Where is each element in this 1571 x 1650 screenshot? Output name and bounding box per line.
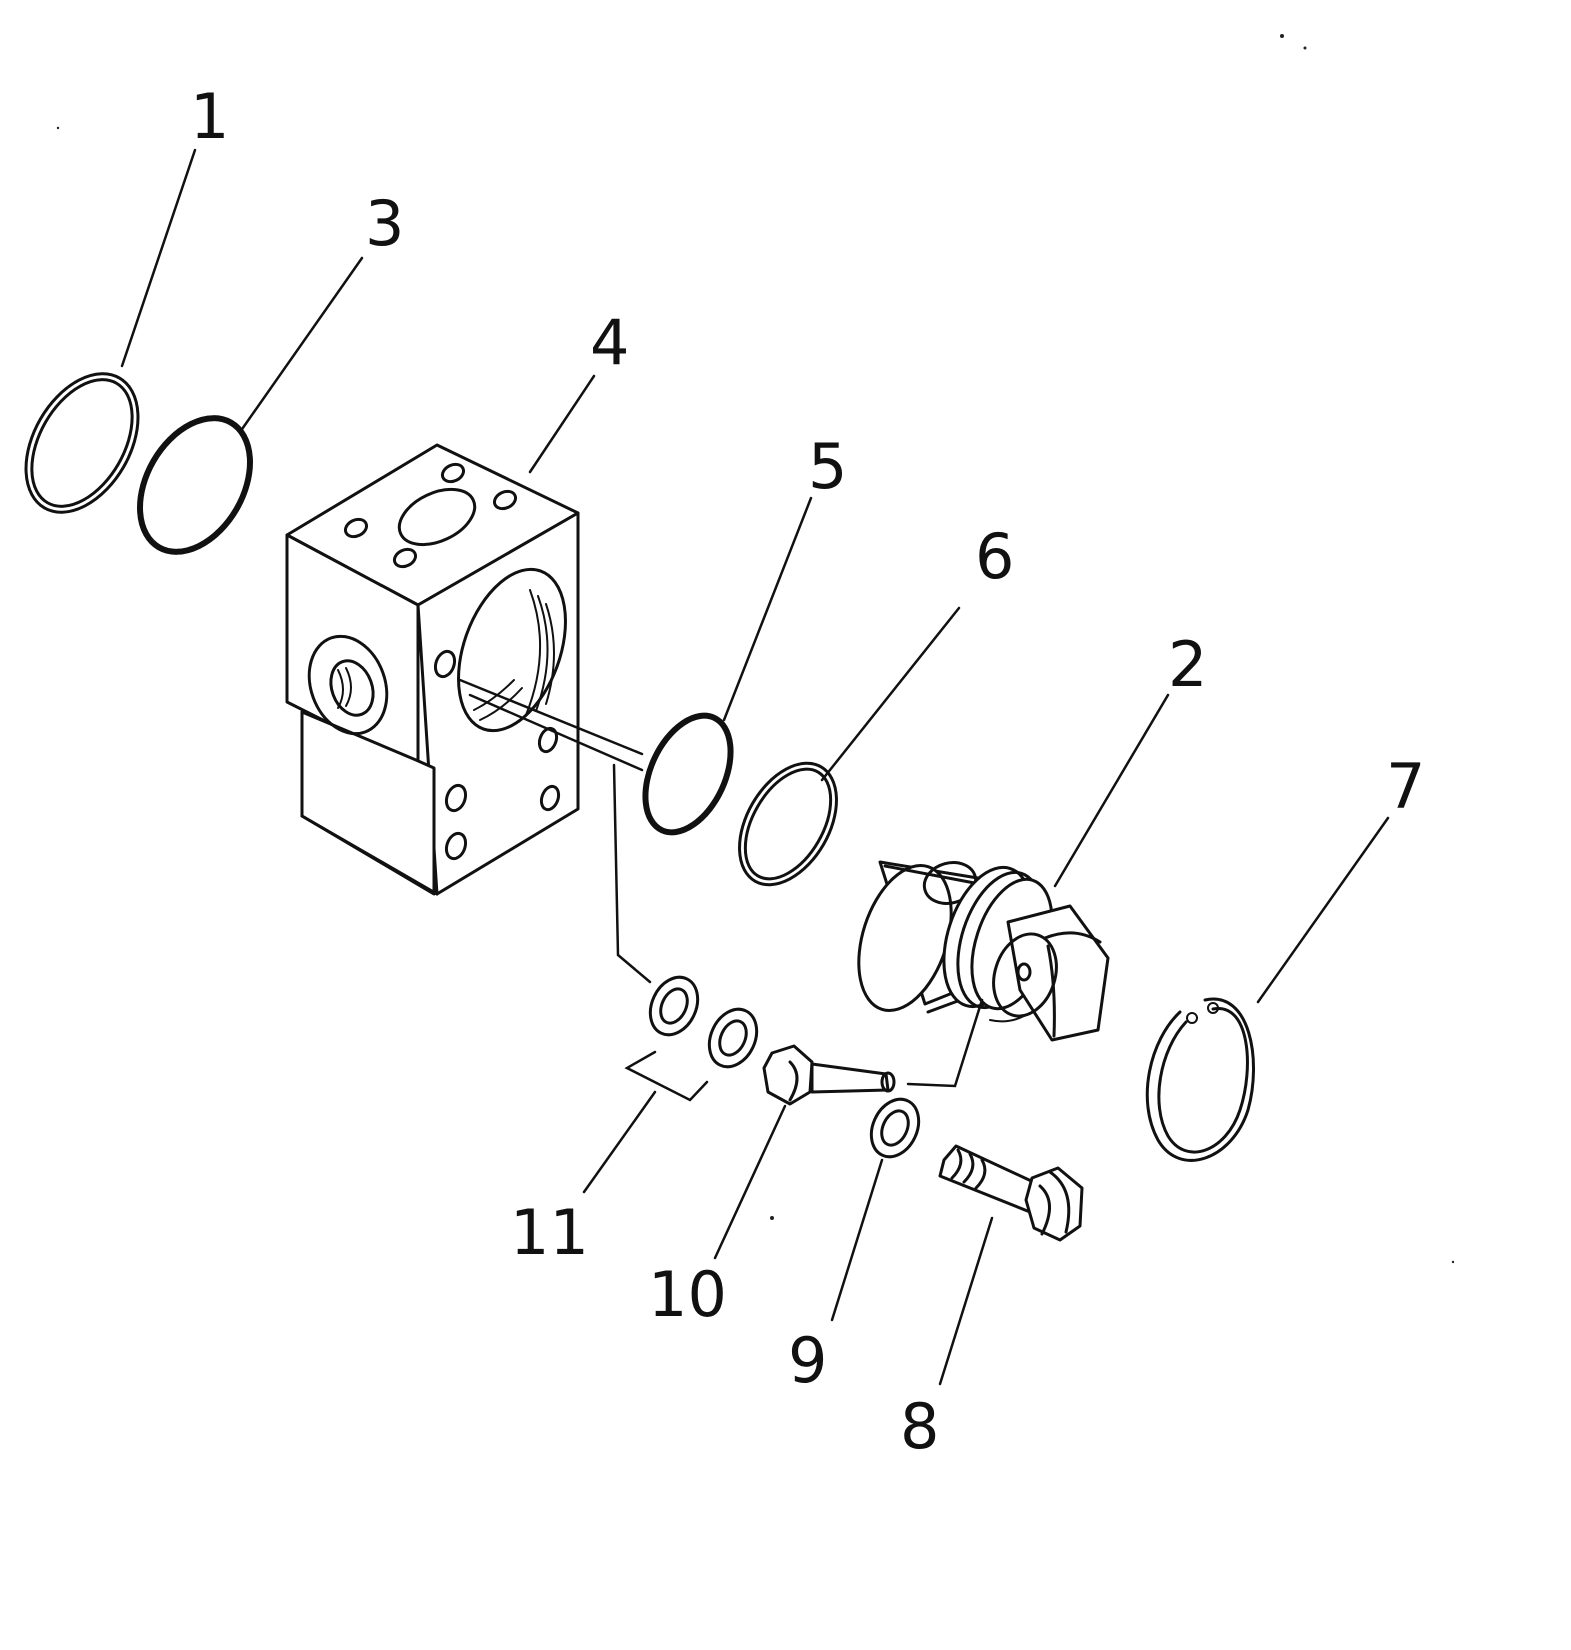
callout-10: 10 [648,1258,727,1331]
part-11-washer-pair [648,975,759,1069]
part-3-o-ring [137,415,253,555]
callout-7: 7 [1386,750,1425,823]
callout-2: 2 [1168,628,1207,701]
callout-5: 5 [808,430,847,503]
callout-labels: 1 3 4 5 6 2 7 11 10 9 8 [190,80,1425,1463]
callout-8: 8 [900,1390,939,1463]
callout-9: 9 [788,1324,827,1397]
assembly-centerline [458,678,644,772]
part-10-plug-screw [762,1044,896,1106]
part-7-snap-ring [1145,997,1255,1162]
callout-6: 6 [975,520,1014,593]
leader-lines [120,148,1390,1386]
scan-specks [56,34,1455,1264]
part-2-spool-plug [857,860,1110,1042]
callout-11: 11 [510,1196,589,1269]
callout-1: 4 [590,306,629,379]
part-1-valve-body [285,443,580,896]
callout-4: 1 [190,80,229,153]
part-4-backup-ring [24,372,140,514]
part-9-washer [869,1097,921,1159]
part-5-o-ring [642,712,734,836]
callout-3: 3 [365,187,404,260]
part-8-bolt [938,1144,1084,1242]
part-6-backup-ring [738,761,838,887]
